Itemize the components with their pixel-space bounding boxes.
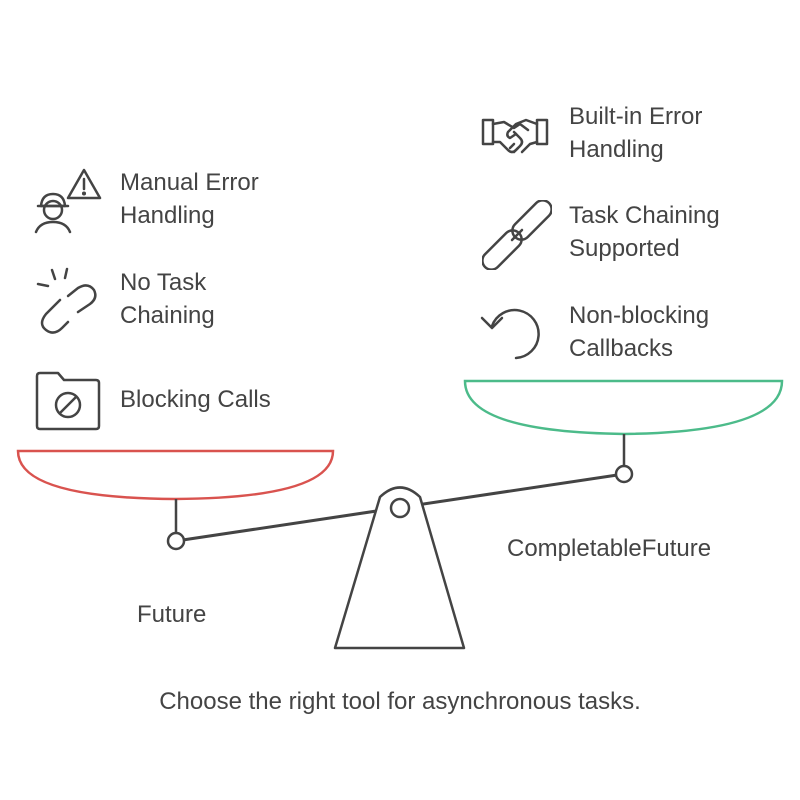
left-pivot [166,531,186,551]
label-line-2: Handling [120,202,215,229]
right-side-name: CompletableFuture [507,535,712,562]
right-item-label: Task Chaining Supported [569,199,720,265]
right-item-label: Built-in Error Handling [569,100,702,166]
refresh-arrow-icon [480,300,552,364]
label-line-1: Manual Error [120,169,259,196]
label-line-1: Non-blocking [569,302,710,329]
label-line-2: Callbacks [569,335,674,362]
label-line-2: Supported [569,235,680,262]
fulcrum-pivot [389,497,411,519]
left-item-label: No Task Chaining [120,266,215,332]
handshake-icon [480,112,550,158]
diagram-caption: Choose the right tool for asynchronous t… [159,688,641,715]
label-line-1: No Task [120,269,207,296]
left-item-label: Manual Error Handling [120,166,259,232]
broken-link-icon [34,266,100,336]
left-item-label: Blocking Calls [120,383,271,416]
right-pivot [614,464,634,484]
worker-warning-icon [30,164,104,236]
right-pan [463,379,784,436]
label-line-1: Blocking Calls [120,386,271,413]
blocked-folder-icon [34,370,102,432]
label-line-1: Built-in Error [569,103,703,130]
chain-link-icon [482,200,552,270]
label-line-2: Handling [569,136,664,163]
label-line-2: Chaining [120,302,215,329]
left-side-name: Future [137,601,207,628]
fulcrum-stand [333,486,466,650]
left-pan [16,449,335,501]
label-line-1: Task Chaining [569,202,720,229]
right-item-label: Non-blocking Callbacks [569,299,709,365]
